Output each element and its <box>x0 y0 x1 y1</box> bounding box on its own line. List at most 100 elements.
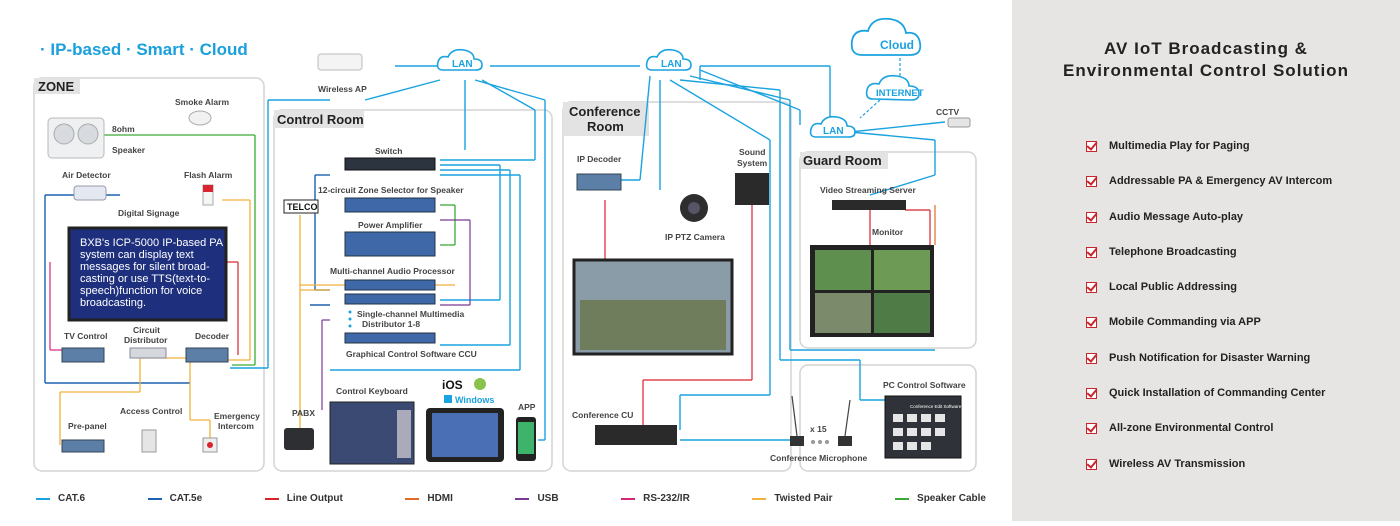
cctv-label: CCTV <box>936 107 959 117</box>
tv-control-icon <box>61 347 105 363</box>
feature-item: Local Public Addressing <box>1086 281 1332 316</box>
cat5e-lines <box>44 174 330 384</box>
cctv-icon <box>947 117 971 128</box>
feature-label: Audio Message Auto-play <box>1109 210 1244 223</box>
switch-label: Switch <box>375 146 402 156</box>
feature-label: Telephone Broadcasting <box>1109 245 1237 258</box>
feature-item: All-zone Environmental Control <box>1086 422 1332 457</box>
conference-mic-label: Conference Microphone <box>770 453 868 463</box>
air-detector-icon <box>73 185 107 201</box>
pc-control-frame <box>799 364 977 472</box>
feature-label: Quick Installation of Commanding Center <box>1109 387 1326 400</box>
ip-decoder-icon <box>576 173 622 191</box>
legend-swatch <box>515 497 530 500</box>
svg-text:LAN: LAN <box>661 59 682 70</box>
conference-mic-2-icon <box>838 436 852 446</box>
windows-icon <box>444 395 452 403</box>
panel-title-line2: Environmental Control Solution <box>1063 61 1349 80</box>
cat6-lines <box>230 65 946 441</box>
legend-item: CAT.6 <box>36 493 85 504</box>
app-label: APP <box>518 402 536 412</box>
checkbox-icon <box>1086 352 1097 364</box>
checkbox-icon <box>1086 246 1097 258</box>
sound-system-icon <box>735 173 769 205</box>
circuit-distributor-icon <box>129 347 167 359</box>
cloud-label: Cloud <box>880 38 914 52</box>
guard-room-label: Guard Room <box>803 153 882 168</box>
lan-cloud-2: LAN <box>645 48 692 71</box>
internet-label: INTERNET <box>876 88 924 99</box>
lan-cloud-3: LAN <box>809 115 856 138</box>
wireless-ap-label: Wireless AP <box>318 84 367 94</box>
feature-item: Wireless AV Transmission <box>1086 458 1332 493</box>
conference-cu-label: Conference CU <box>572 410 633 420</box>
emergency-intercom-label-2: Intercom <box>218 421 254 431</box>
feature-label: Wireless AV Transmission <box>1109 457 1246 470</box>
speaker-cable-lines <box>100 134 456 366</box>
feature-item: Quick Installation of Commanding Center <box>1086 387 1332 422</box>
checkbox-icon <box>1086 423 1097 435</box>
feature-item: Mobile Commanding via APP <box>1086 316 1332 351</box>
legend-item: RS-232/IR <box>621 493 690 504</box>
control-room-label: Control Room <box>277 112 364 127</box>
sound-system-label-2: System <box>737 158 768 168</box>
decoder-label: Decoder <box>195 331 230 341</box>
tagline: · IP-based · Smart · Cloud <box>40 40 248 59</box>
legend-item: HDMI <box>405 493 453 504</box>
speaker-label: Speaker <box>112 145 146 155</box>
legend-label: Speaker Cable <box>917 493 986 504</box>
ios-label: iOS <box>442 378 463 392</box>
android-icon <box>474 378 486 390</box>
legend-item: Twisted Pair <box>752 493 833 504</box>
switch-icon <box>344 157 436 171</box>
control-room-frame <box>273 109 553 472</box>
digital-signage-label: Digital Signage <box>118 208 180 218</box>
zone-selector-icon <box>344 197 436 213</box>
pre-panel-icon <box>61 439 105 453</box>
checkbox-icon <box>1086 282 1097 294</box>
checkbox-icon <box>1086 458 1097 470</box>
rs232-lines <box>49 262 64 351</box>
checkbox-icon <box>1086 211 1097 223</box>
tv-control-label: TV Control <box>64 331 107 341</box>
zone-label: ZONE <box>38 79 74 94</box>
legend-swatch <box>36 497 50 500</box>
svg-text:LAN: LAN <box>452 59 473 70</box>
circuit-distributor-label-2: Distributor <box>124 335 168 345</box>
telco-box <box>283 199 319 214</box>
circuit-distributor-label-1: Circuit <box>133 325 160 335</box>
legend-swatch <box>752 497 767 500</box>
internet-cloud-icon <box>865 74 920 101</box>
sound-system-label-1: Sound <box>739 147 765 157</box>
svg-text:LAN: LAN <box>823 126 844 137</box>
power-amplifier-icon <box>344 231 436 257</box>
guard-room-label-box <box>800 152 888 169</box>
multimedia-distributor-label-1: Single-channel Multimedia <box>357 309 464 319</box>
pabx-phone-icon <box>284 428 314 450</box>
legend-swatch <box>895 497 910 500</box>
conference-mic-1-icon <box>790 436 804 446</box>
checkbox-icon <box>1086 317 1097 329</box>
twisted-pair-lines <box>59 199 455 445</box>
pabx-label: PABX <box>292 408 315 418</box>
emergency-intercom-label-1: Emergency <box>214 411 260 421</box>
digital-signage-message: BXB's ICP-5000 IP-based PA system can di… <box>80 237 223 309</box>
feature-label: All-zone Environmental Control <box>1109 422 1274 435</box>
feature-label: Local Public Addressing <box>1109 281 1237 294</box>
ptz-camera-label: IP PTZ Camera <box>665 232 725 242</box>
feature-item: Telephone Broadcasting <box>1086 246 1332 281</box>
legend-swatch <box>147 497 162 500</box>
legend-swatch <box>264 497 279 500</box>
video-server-icon <box>832 200 906 210</box>
legend-item: Speaker Cable <box>895 493 986 504</box>
video-server-label: Video Streaming Server <box>820 185 916 195</box>
legend-swatch <box>621 497 636 500</box>
pc-control-label: PC Control Software <box>883 380 966 390</box>
checkbox-icon <box>1086 388 1097 400</box>
control-room-label-box <box>274 110 364 128</box>
gcs-ccu-label: Graphical Control Software CCU <box>346 349 477 359</box>
conference-room-label-2: Room <box>587 119 624 134</box>
zone-frame <box>33 77 265 472</box>
multimedia-distributor-label-2: Distributor 1-8 <box>362 319 420 329</box>
conference-room-label-1: Conference <box>569 104 641 119</box>
